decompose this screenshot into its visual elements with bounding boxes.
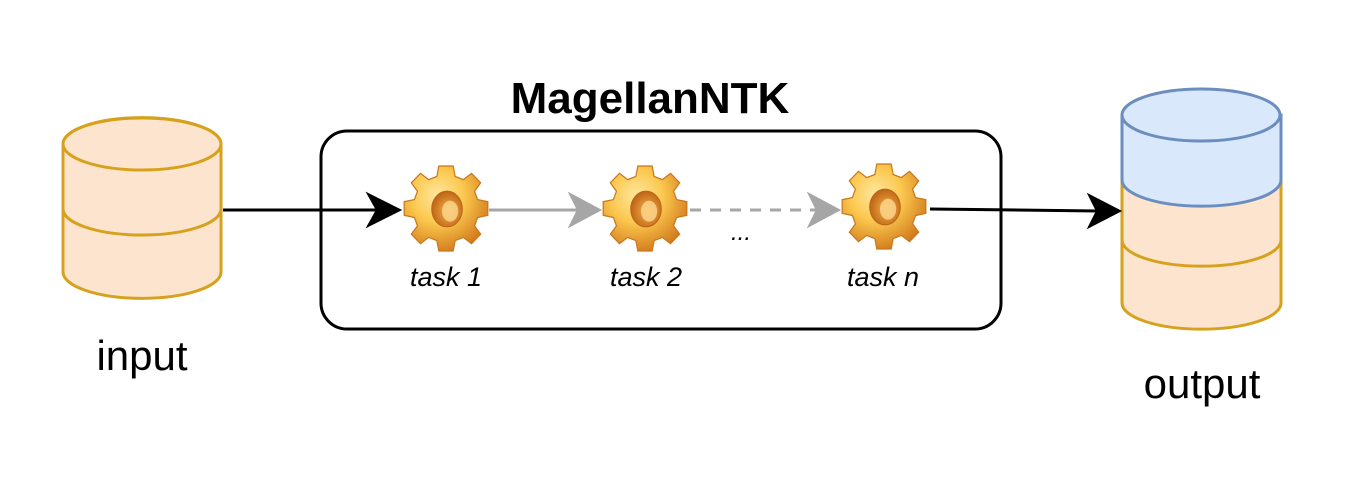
taskn-to-output-arrow <box>929 192 1123 230</box>
taskn-gear-icon <box>841 163 927 250</box>
output-label: output <box>1144 360 1261 407</box>
task-ellipsis: ... <box>731 219 751 246</box>
taskn-label: task n <box>847 262 919 292</box>
task2-to-taskn-arrow <box>690 191 842 229</box>
pipeline-container <box>319 129 1003 331</box>
task2-label: task 2 <box>610 262 682 292</box>
title-background <box>497 66 800 124</box>
input-database-icon <box>61 116 223 300</box>
task1-label: task 1 <box>410 262 482 292</box>
task1-gear-icon <box>403 165 489 252</box>
task2-gear-icon <box>602 165 688 252</box>
task1-to-task2-arrow <box>489 191 603 229</box>
diagram-title: MagellanNTK <box>511 74 790 123</box>
output-database-icon <box>1120 87 1283 331</box>
input-to-task1-arrow <box>223 191 403 229</box>
input-label: input <box>96 332 187 379</box>
